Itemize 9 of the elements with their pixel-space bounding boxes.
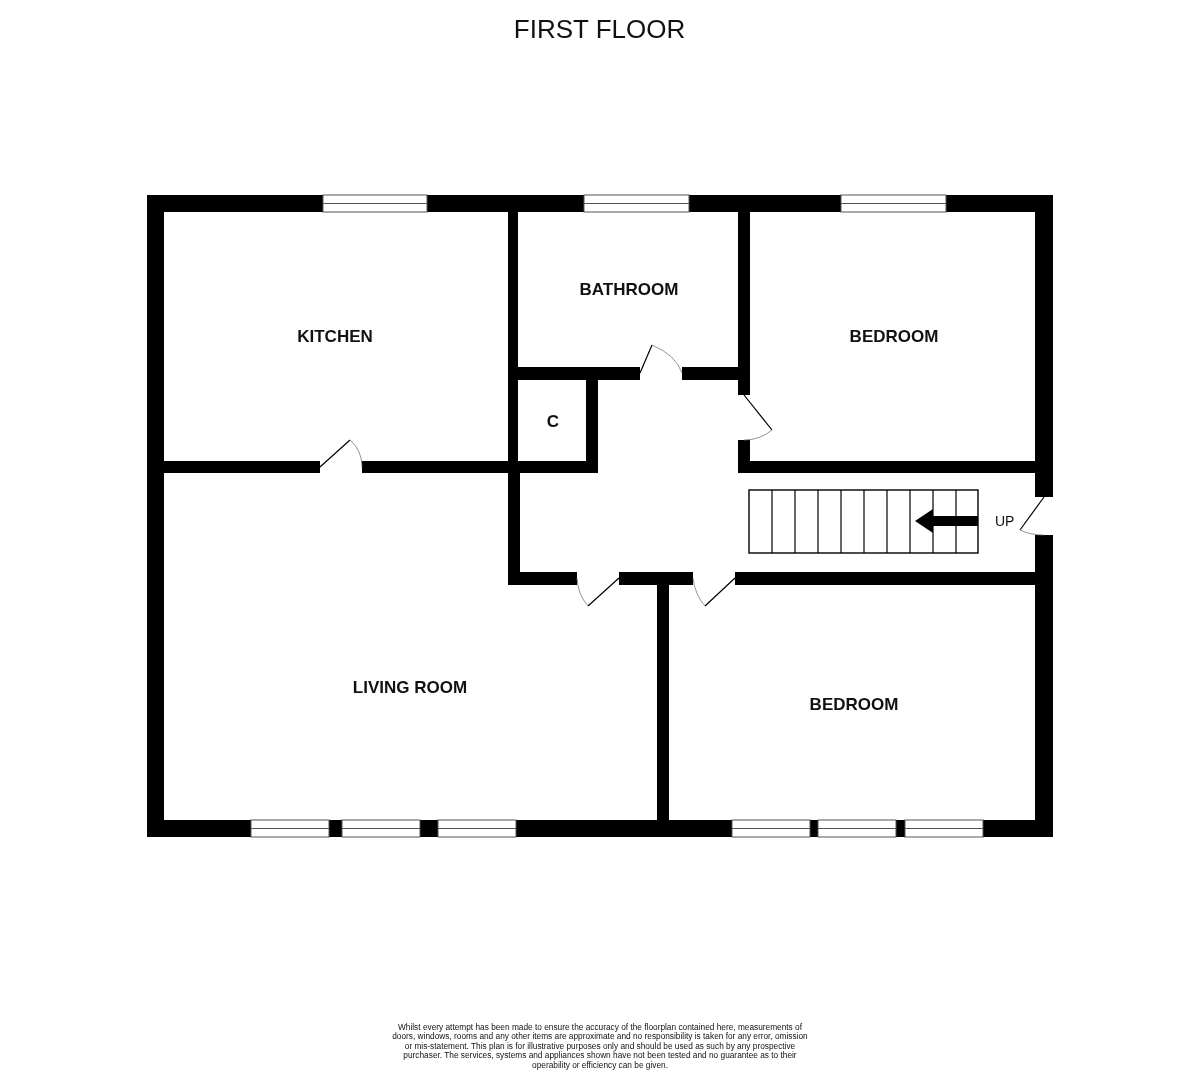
disclaimer-text: Whilst every attempt has been made to ensure the accuracy of the floorplan contained here, measurements of doors, windows, rooms and any other items are approximate and no responsibility is taken for any error, omission or mis-statement. This plan is for illustrative purposes only and should be used as such by any prospective purchaser. The services, systems and appliances shown have not been tested and no guarantee as to their operability or efficiency can be given. xyxy=(392,1023,808,1071)
room-label: LIVING ROOM xyxy=(352,678,468,698)
room-label: C xyxy=(546,412,560,432)
stair-direction-label: UP xyxy=(995,513,1015,529)
room-label: BEDROOM xyxy=(849,327,939,347)
floor-title: FIRST FLOOR xyxy=(512,14,687,45)
room-label: BEDROOM xyxy=(809,695,899,715)
room-label: BATHROOM xyxy=(579,280,679,300)
room-label: KITCHEN xyxy=(297,327,373,347)
